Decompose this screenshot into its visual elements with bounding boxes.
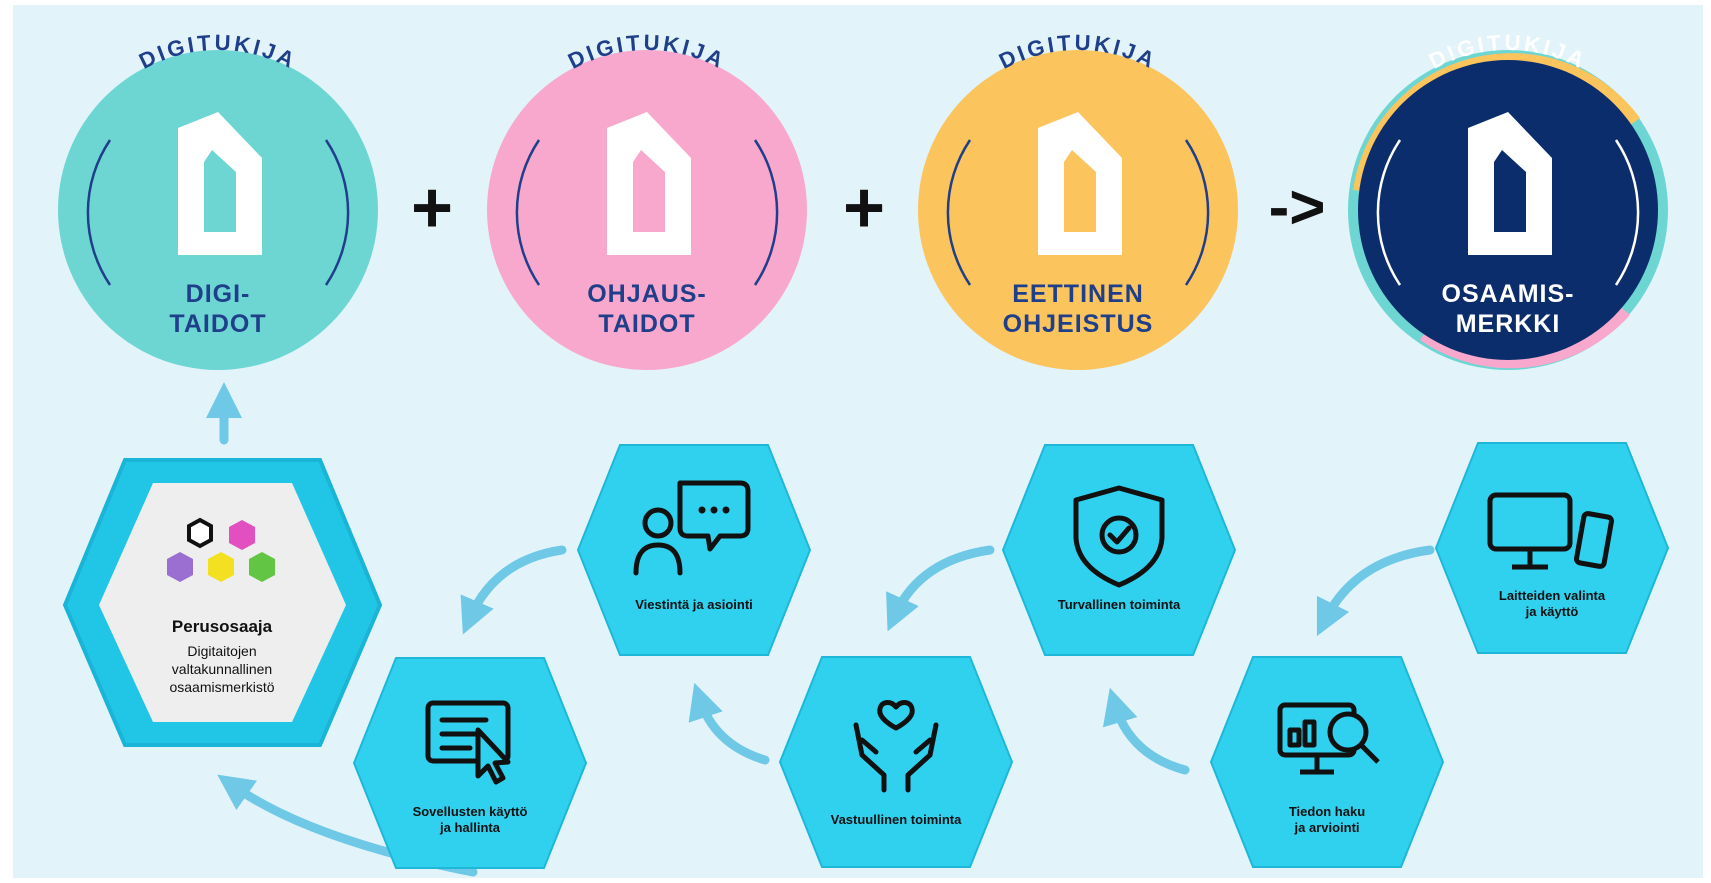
- hex-shape: [576, 444, 812, 656]
- badge-ohjaustaidot: DIGITUKIJA OHJAUS- TAIDOT: [487, 30, 807, 370]
- badge-line2: TAIDOT: [169, 310, 266, 338]
- hex-sovellusten-kaytto: Sovellusten käyttö ja hallinta: [352, 657, 588, 869]
- person-chat-icon: [633, 480, 751, 576]
- bracket-right: [1184, 139, 1210, 286]
- digitukija-logo-icon: [1468, 112, 1552, 255]
- digitukija-logo-icon: [178, 112, 262, 255]
- arrow-sign: ->: [1269, 173, 1326, 242]
- shield-check-icon: [1073, 485, 1165, 588]
- hex-viestinta-ja-asiointi: Viestintä ja asiointi: [576, 444, 812, 656]
- bracket-right: [324, 139, 350, 286]
- hex-label-line1: Vastuullinen toiminta: [831, 812, 963, 827]
- bracket-left: [946, 139, 972, 286]
- badge-circle: [1358, 60, 1658, 360]
- badge-line2: OHJEISTUS: [1003, 310, 1154, 338]
- document-cursor-icon: [425, 700, 511, 785]
- hex-label-line1: Sovellusten käyttö: [413, 804, 528, 819]
- badge-line2: TAIDOT: [598, 310, 695, 338]
- digitukija-logo-icon: [607, 112, 691, 255]
- chat-dots: [698, 506, 730, 514]
- badge-circle: [487, 50, 807, 370]
- perusosaaja-line2: valtakunnallinen: [172, 661, 272, 677]
- bracket-right: [753, 139, 779, 286]
- badge-circle: [58, 50, 378, 370]
- curved-arrow: [1102, 687, 1190, 775]
- bracket-left: [86, 139, 112, 286]
- badge-digitaidot: DIGITUKIJA DIGI- TAIDOT: [58, 30, 378, 370]
- hex-label-line1: Viestintä ja asiointi: [635, 597, 753, 612]
- badge-line1: OSAAMIS-: [1442, 280, 1575, 308]
- chart-magnifier-icon: [1277, 702, 1380, 775]
- bracket-right: [1614, 139, 1640, 286]
- bracket-left: [515, 139, 541, 286]
- plus-sign: +: [411, 168, 453, 248]
- plus-sign: +: [843, 168, 885, 248]
- hex-shape: [1209, 656, 1445, 868]
- hex-turvallinen-toiminta: Turvallinen toiminta: [1001, 444, 1237, 656]
- hexagon-cluster-icon: [167, 517, 275, 582]
- bracket-left: [1376, 139, 1402, 286]
- badge-line1: OHJAUS-: [587, 280, 707, 308]
- hands-heart-icon: [853, 700, 939, 793]
- hex-label-line1: Tiedon haku: [1289, 804, 1365, 819]
- hex-label-line2: ja käyttö: [1525, 604, 1579, 619]
- curved-arrow: [886, 545, 995, 632]
- badge-osaamismerkki: DIGITUKIJA OSAAMIS- MERKKI: [1348, 30, 1668, 370]
- badge-line1: EETTINEN: [1012, 280, 1144, 308]
- hex-shape: [778, 656, 1014, 868]
- perusosaaja-hex: Perusosaaja Digitaitojen valtakunnalline…: [62, 458, 383, 747]
- hex-label-line2: ja hallinta: [439, 820, 501, 835]
- digitukija-logo-icon: [1038, 112, 1122, 255]
- hex-laitteiden-valinta: Laitteiden valinta ja käyttö: [1434, 442, 1670, 654]
- curved-arrow: [688, 682, 770, 765]
- perusosaaja-line1: Digitaitojen: [187, 643, 256, 659]
- hex-inner: [99, 483, 346, 722]
- badge-line2: MERKKI: [1456, 310, 1561, 338]
- hex-vastuullinen-toiminta: Vastuullinen toiminta: [778, 656, 1014, 868]
- hex-tiedon-haku: Tiedon haku ja arviointi: [1209, 656, 1445, 868]
- hex-label-line1: Laitteiden valinta: [1499, 588, 1606, 603]
- perusosaaja-title: Perusosaaja: [172, 617, 273, 636]
- curved-arrow: [460, 545, 567, 635]
- monitor-and-phone-icon: [1487, 492, 1614, 570]
- perusosaaja-line3: osaamismerkistö: [169, 679, 274, 695]
- badge-line1: DIGI-: [186, 280, 251, 308]
- hex-label-line1: Turvallinen toiminta: [1058, 597, 1181, 612]
- badge-circle: [918, 50, 1238, 370]
- curved-arrow: [1316, 545, 1435, 637]
- hex-label-line2: ja arviointi: [1293, 820, 1359, 835]
- badge-eettinen-ohjeistus: DIGITUKIJA EETTINEN OHJEISTUS: [918, 30, 1238, 370]
